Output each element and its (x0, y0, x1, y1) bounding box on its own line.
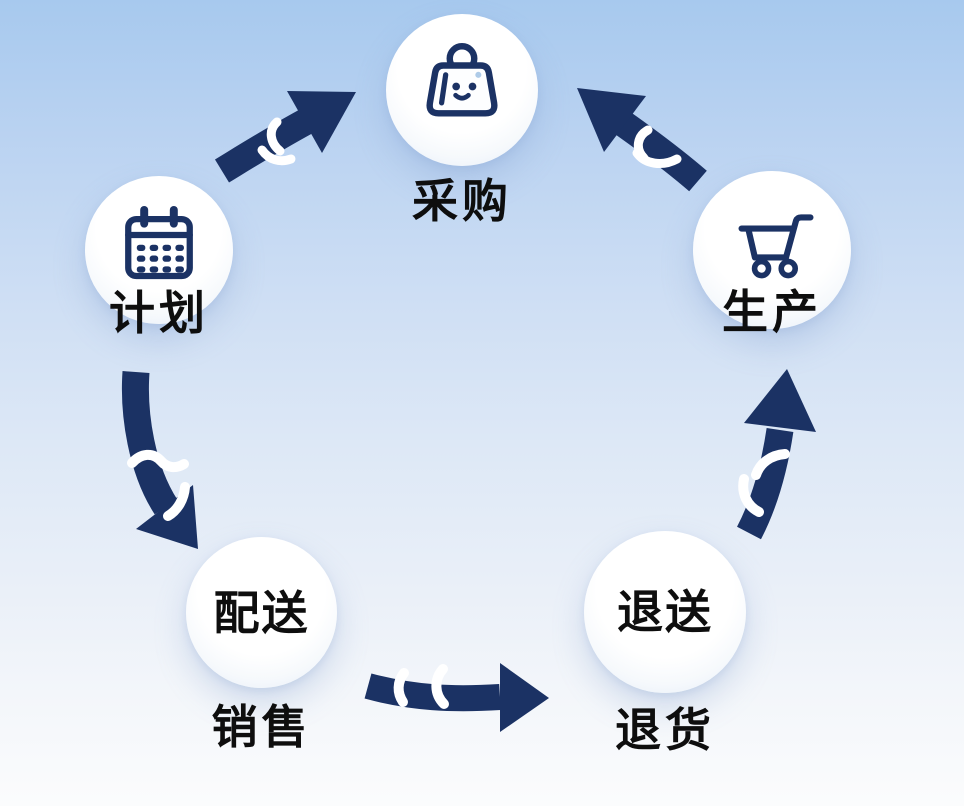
node-returns-label: 退送 (617, 586, 713, 638)
node-production-circle (693, 171, 851, 329)
calendar-icon (125, 205, 193, 280)
node-procurement-label: 采购 (412, 175, 512, 227)
node-plan-label: 计划 (109, 287, 209, 339)
node-plan-circle (85, 176, 233, 324)
shopping-bag-icon (426, 43, 498, 117)
shopping-cart-icon (738, 214, 814, 279)
arrow-plan-to-distribution (122, 371, 198, 549)
node-returns: 退送 退货 (584, 531, 746, 753)
node-returns-circle: 退送 (584, 531, 746, 693)
arrow-plan-to-procurement (214, 91, 356, 183)
arrow-returns-to-production (736, 369, 816, 540)
node-production: 生产 (693, 171, 851, 335)
arrow-distribution-to-returns (364, 663, 549, 732)
node-production-label: 生产 (722, 286, 822, 338)
arrow-production-to-procurement (577, 88, 707, 192)
node-distribution-sublabel: 销售 (211, 701, 312, 753)
node-distribution-circle: 配送 (186, 537, 337, 688)
node-distribution: 配送 销售 (186, 537, 337, 750)
node-plan: 计划 (85, 176, 233, 336)
node-procurement-circle (386, 14, 538, 166)
node-distribution-label: 配送 (213, 586, 310, 639)
node-returns-sublabel: 退货 (615, 704, 715, 756)
node-procurement: 采购 (386, 14, 538, 224)
